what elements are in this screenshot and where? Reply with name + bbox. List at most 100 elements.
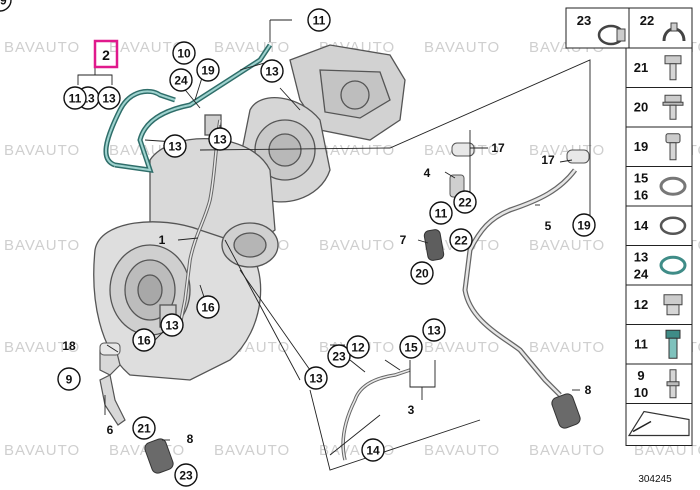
watermark-text: BAVAUTO [424,339,500,356]
svg-text:15: 15 [404,340,418,354]
side-panel-cell: 910 [625,363,693,404]
watermark-text: BAVAUTO [109,39,185,56]
part-label: 4 [424,166,431,180]
watermark-text: BAVAUTO [424,442,500,459]
svg-text:12: 12 [351,340,365,354]
part-callout: 22 [453,190,477,214]
svg-text:22: 22 [640,13,654,28]
part-callout: 11 [429,201,453,225]
arrow-sheet-icon [627,410,690,437]
part-label: 17 [491,141,505,155]
side-panel-cell [625,403,693,446]
watermark-text: BAVAUTO [4,442,80,459]
part-callout: 19 [0,0,12,12]
oil-line-highlighted [103,43,273,174]
svg-text:13: 13 [168,139,182,153]
part-callout: 19 [196,58,220,82]
gasket-left [451,142,475,157]
svg-text:19: 19 [201,63,215,77]
part-label: 6 [107,423,114,437]
svg-text:13: 13 [634,250,648,265]
watermark-text: BAVAUTO [424,39,500,56]
side-panel-cell: 19 [625,126,693,167]
hose-left [144,438,174,474]
part-callout: 16 [196,295,220,319]
part-callout: 23 [174,463,198,487]
svg-text:15: 15 [634,171,648,186]
return-pipe [462,168,577,397]
hollow-bolt-icon [665,329,681,359]
svg-text:16: 16 [201,300,215,314]
part-label: 1 [159,233,166,247]
svg-text:19: 19 [634,139,648,154]
part-callout: 13 [260,59,284,83]
part-callout: 22 [449,228,473,252]
svg-text:23: 23 [179,468,193,482]
part-callout: 10 [172,41,196,65]
svg-text:21: 21 [137,421,151,435]
svg-text:11: 11 [435,206,448,220]
watermark-text: BAVAUTO [529,442,605,459]
svg-text:19: 19 [0,0,7,7]
flange-bolt-icon [662,94,684,120]
watermark-text: BAVAUTO [319,237,395,254]
watermark-text: BAVAUTO [214,442,290,459]
part-callout: 13 [160,313,184,337]
svg-text:21: 21 [634,60,648,75]
svg-text:23: 23 [577,13,591,28]
side-panel-cell: 20 [625,87,693,128]
svg-text:13: 13 [165,318,179,332]
svg-text:24: 24 [174,73,188,87]
hose-right [551,393,581,429]
watermark-text: BAVAUTO [319,142,395,159]
part-callout: 23 [327,344,351,368]
svg-text:22: 22 [458,195,472,209]
svg-text:13: 13 [427,323,441,337]
part-callout: 13 [422,318,446,342]
side-panel-cell: 21 [625,47,693,88]
part-label: 3 [408,403,415,417]
hose-clamp-icon [597,24,626,46]
sealing-washer-icon [659,176,687,196]
svg-text:10: 10 [634,385,648,400]
side-panel-cell: 11 [625,324,693,365]
svg-text:11: 11 [313,13,326,27]
svg-text:11: 11 [69,91,82,105]
leader-lines [77,19,591,471]
part-callout: 13 [304,366,328,390]
highlighted-part-label: 2 [102,47,110,63]
sealing-ring-icon [659,255,687,275]
part-callout: 13 [97,86,121,110]
part-callout: 16 [132,328,156,352]
part-label: 7 [400,233,407,247]
svg-text:13: 13 [213,132,227,146]
svg-text:9: 9 [637,368,644,383]
svg-text:20: 20 [634,100,648,115]
o-ring-icon [659,216,687,235]
part-label: 8 [187,432,194,446]
part-callout: 12 [346,335,370,359]
part-label: 17 [541,153,555,167]
watermark-text: BAVAUTO [529,237,605,254]
svg-text:14: 14 [634,218,649,233]
highlight-box-part-2 [93,39,119,69]
svg-text:24: 24 [634,267,649,282]
svg-text:9: 9 [66,372,73,386]
svg-text:19: 19 [577,218,591,232]
watermark-text: BAVAUTO [4,39,80,56]
part-callout: 11 [307,8,331,32]
watermark-text: BAVAUTO [214,39,290,56]
part-callout: 20 [410,261,434,285]
svg-text:20: 20 [415,266,429,280]
part-callout: 13 [208,127,232,151]
part-callout: 19 [572,213,596,237]
spring-clip-icon [662,22,686,42]
part-callout: 11 [63,86,87,110]
part-callout: 9 [57,367,81,391]
part-label: 8 [585,383,592,397]
watermark-text: BAVAUTO [634,442,700,459]
hose-sleeve [423,229,445,261]
